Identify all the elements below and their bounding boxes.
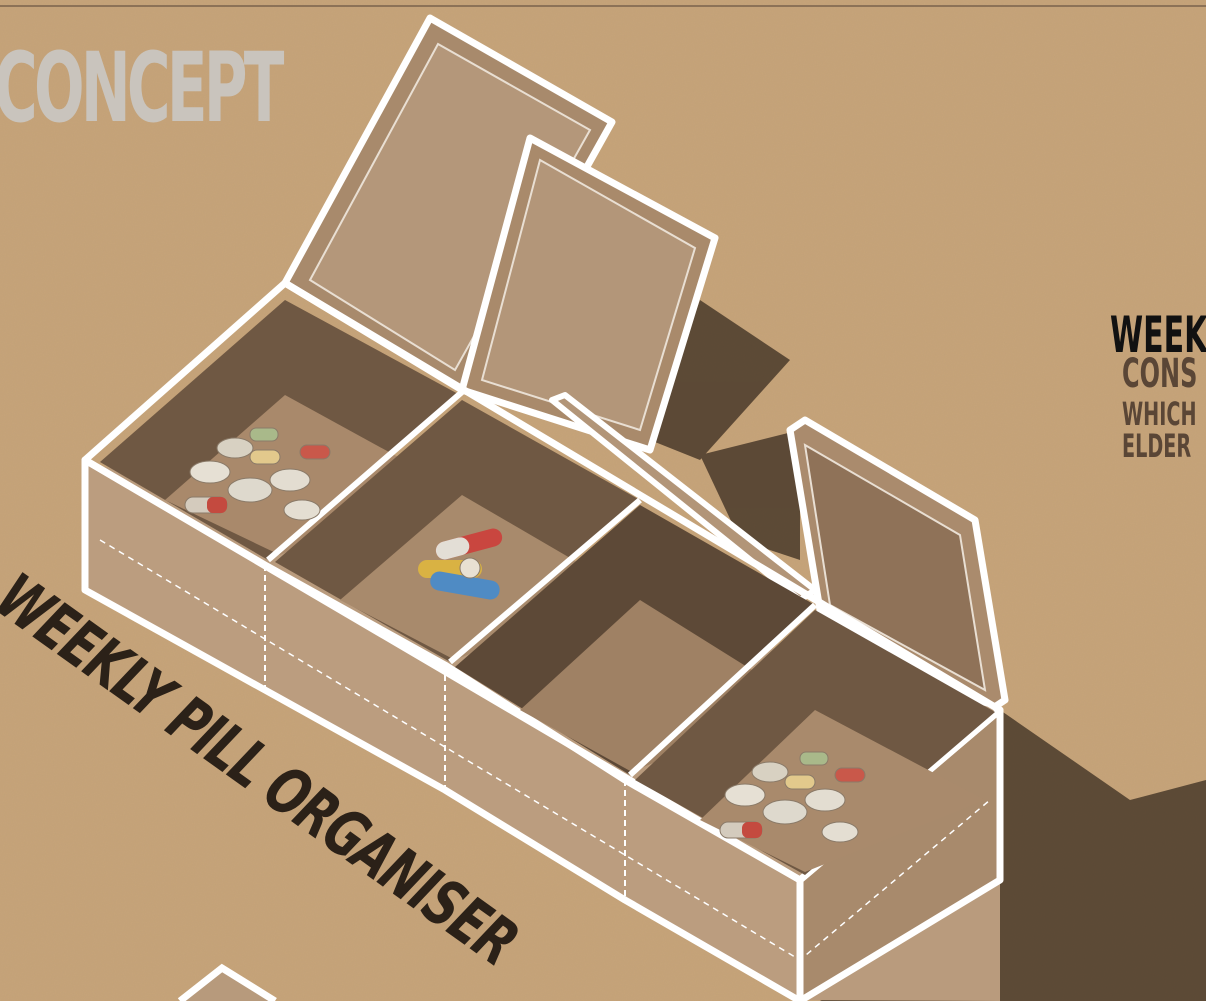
side-text-line-3: WHICH [1122, 398, 1206, 430]
page-heading: CONCEPT [0, 40, 281, 136]
side-text-line-2: CONS [1122, 354, 1206, 394]
side-description: WEEK CONS WHICH ELDER [1110, 310, 1206, 462]
side-text-line-4: ELDER [1122, 430, 1206, 462]
